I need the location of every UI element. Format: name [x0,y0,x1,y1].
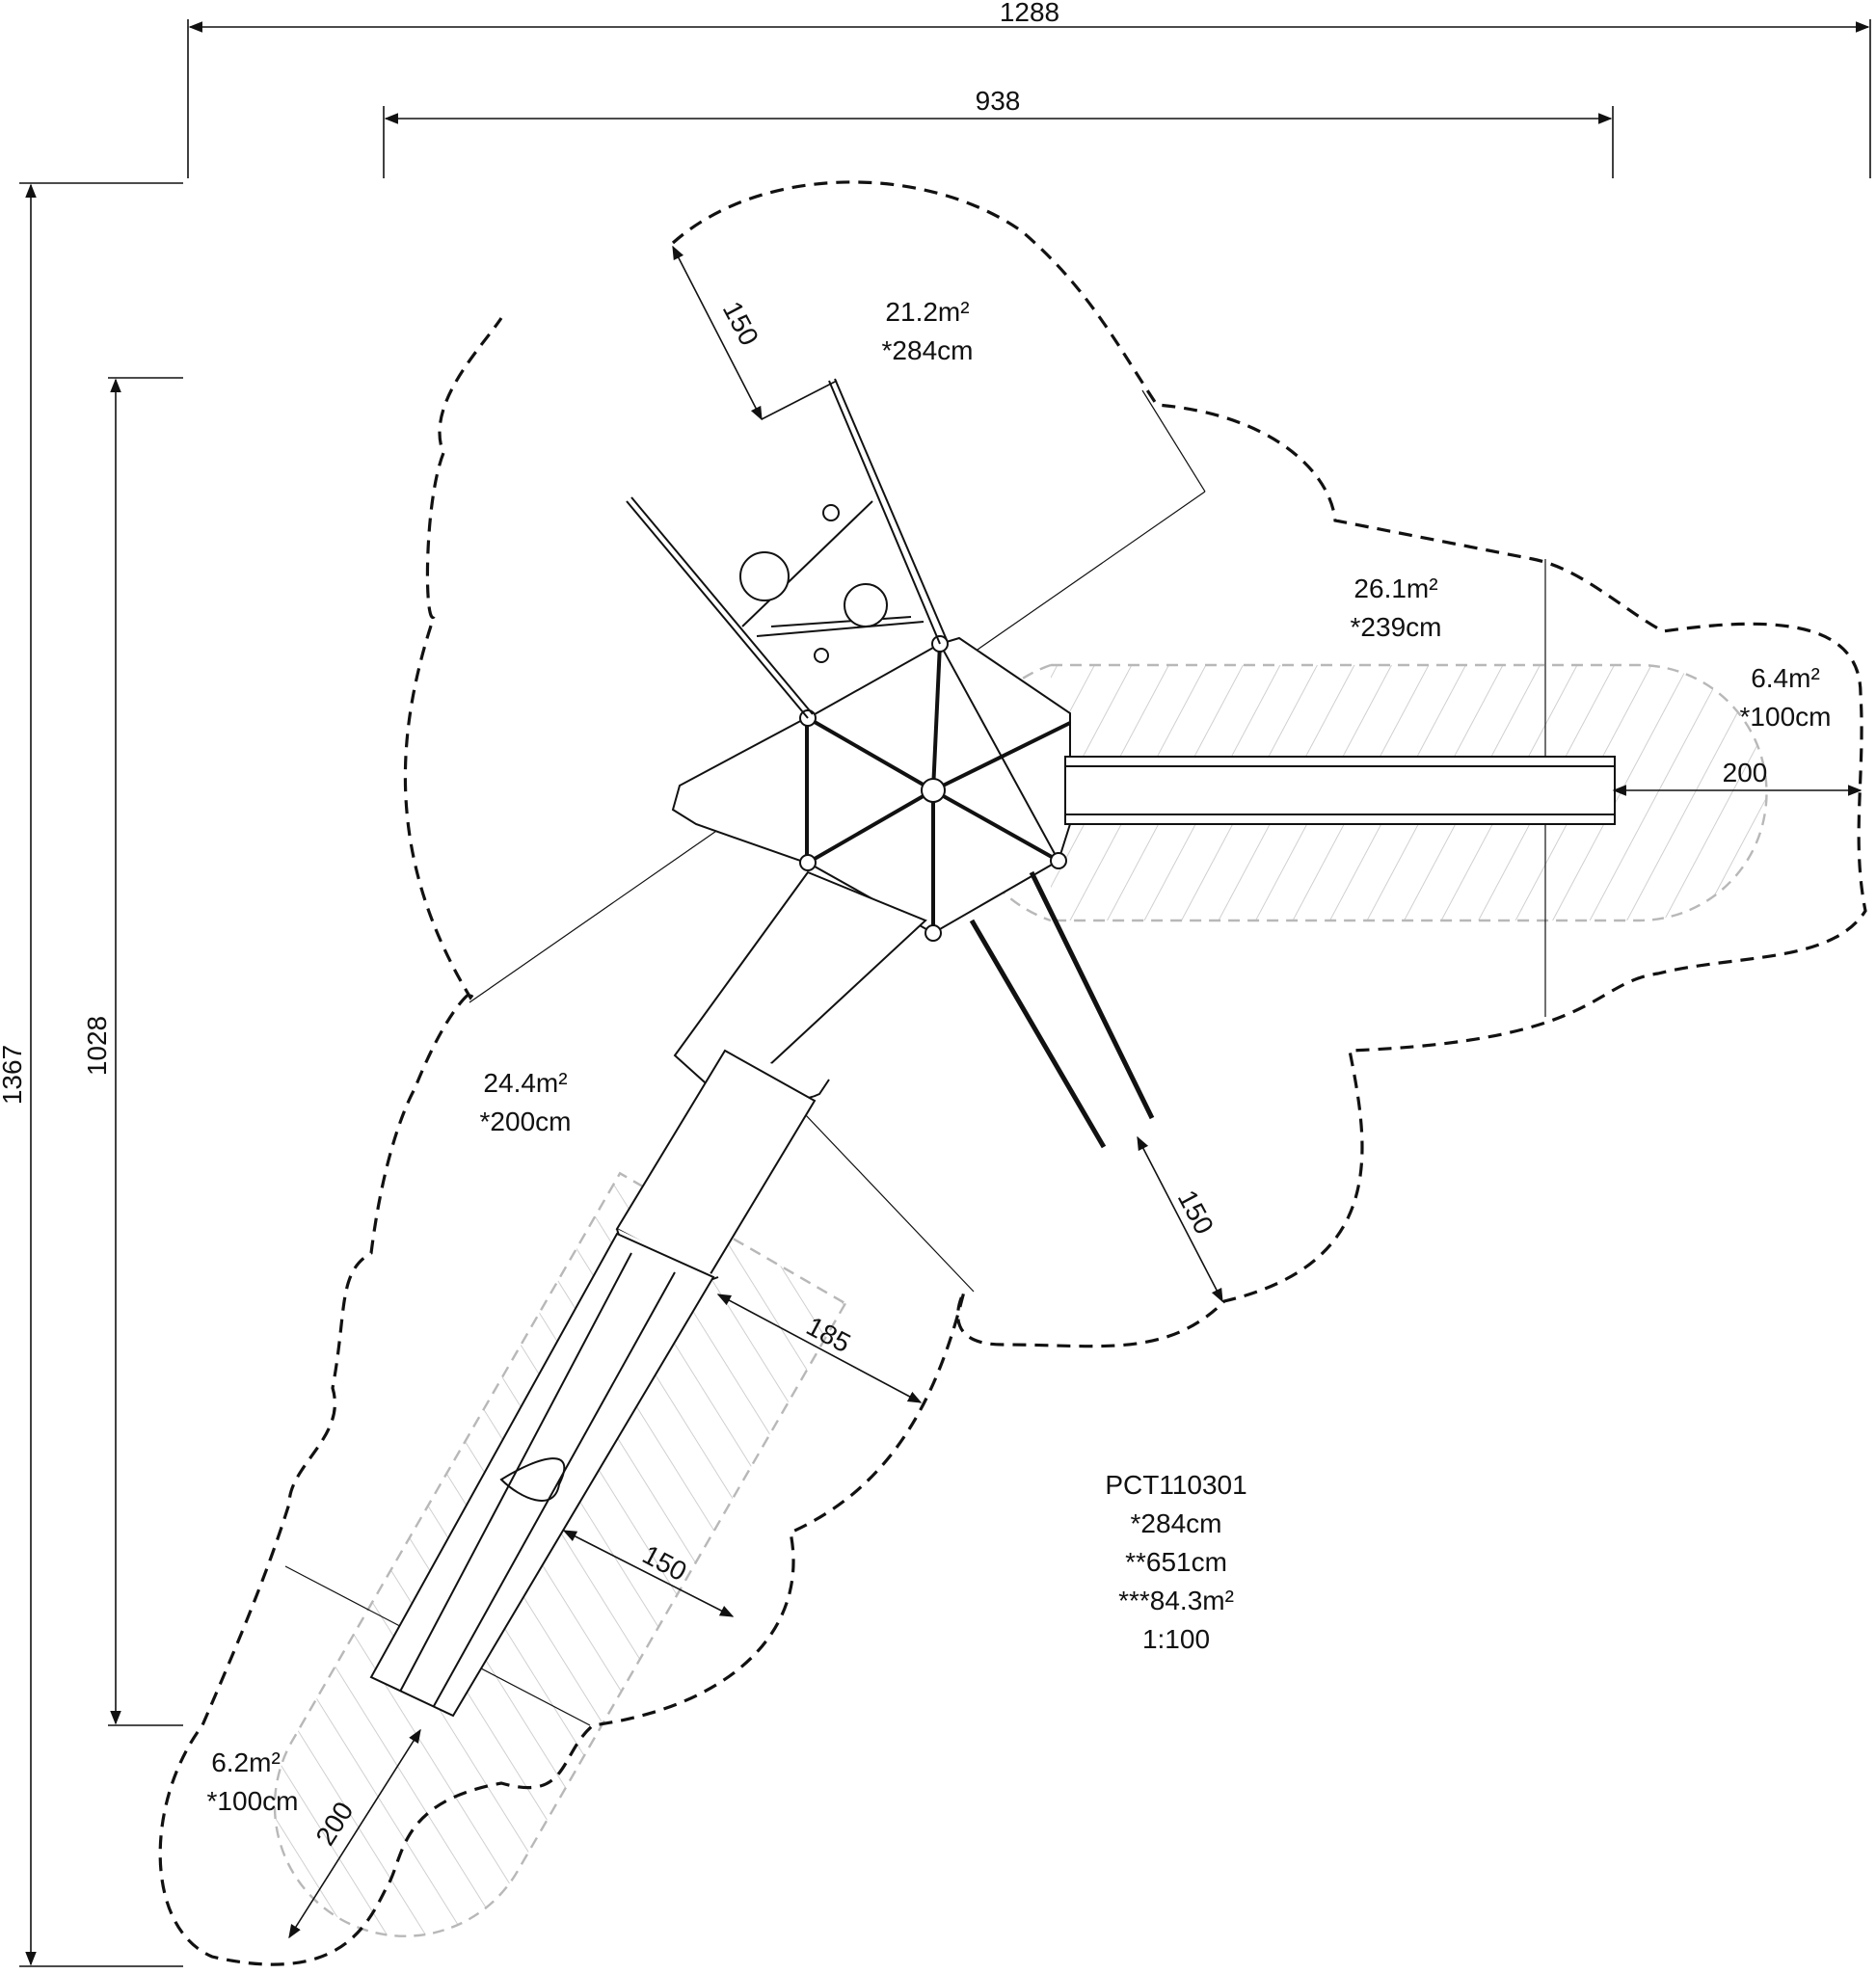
climbing-hold [844,583,888,627]
right-slide-zone-area: 6.4m² [1751,663,1820,693]
ladder-rail-left [626,500,809,719]
slide-exit-curve [499,1457,566,1502]
left-zone-height: *200cm [480,1107,572,1136]
top-clearance-label: 150 [717,297,764,351]
climbing-hold [739,551,790,601]
right-clearance-label: 150 [1172,1186,1219,1240]
dimension-inner-height [108,377,183,1726]
overall-width-label: 1288 [1000,0,1059,27]
top-zone-height: *284cm [882,335,974,365]
safety-zone-outline [158,180,1867,1966]
product-code: PCT110301 [1105,1470,1246,1500]
ladder-rail-right [828,380,941,645]
dimension-overall-height [19,182,183,1967]
left-zone-area: 24.4m² [483,1068,567,1098]
top-zone-area: 21.2m² [885,297,969,327]
right-slide [1064,756,1616,825]
inner-width-label: 938 [976,86,1021,116]
fireman-pole [969,919,1107,1149]
inner-height-label: 1028 [82,1016,112,1076]
clearance-dimensions [288,245,1863,1939]
fireman-pole [1029,870,1155,1120]
max-fall-height: *284cm [1131,1508,1222,1538]
tube-slide-top [673,870,927,1106]
max-length: **651cm [1125,1547,1227,1577]
dimension-inner-width [383,106,1614,178]
right-slide-zone-height: *100cm [1740,702,1832,732]
overall-height-label: 1367 [0,1045,27,1105]
product-info-block: PCT110301 *284cm **651cm ***84.3m² 1:100 [1105,1470,1246,1654]
right-zone-height: *239cm [1351,612,1442,642]
bottom-slide-zone-area: 6.2m² [211,1747,281,1777]
right-zone-area: 26.1m² [1353,574,1437,603]
left-platform [671,716,807,865]
bottom-slide-zone-height: *100cm [207,1786,299,1816]
right-slide-exit-label: 200 [1723,758,1768,787]
safety-area: ***84.3m² [1118,1586,1234,1615]
scale: 1:100 [1142,1624,1210,1654]
center-post [921,778,946,803]
dimension-overall-width [187,19,1871,178]
play-tower-equipment [369,378,1616,1718]
